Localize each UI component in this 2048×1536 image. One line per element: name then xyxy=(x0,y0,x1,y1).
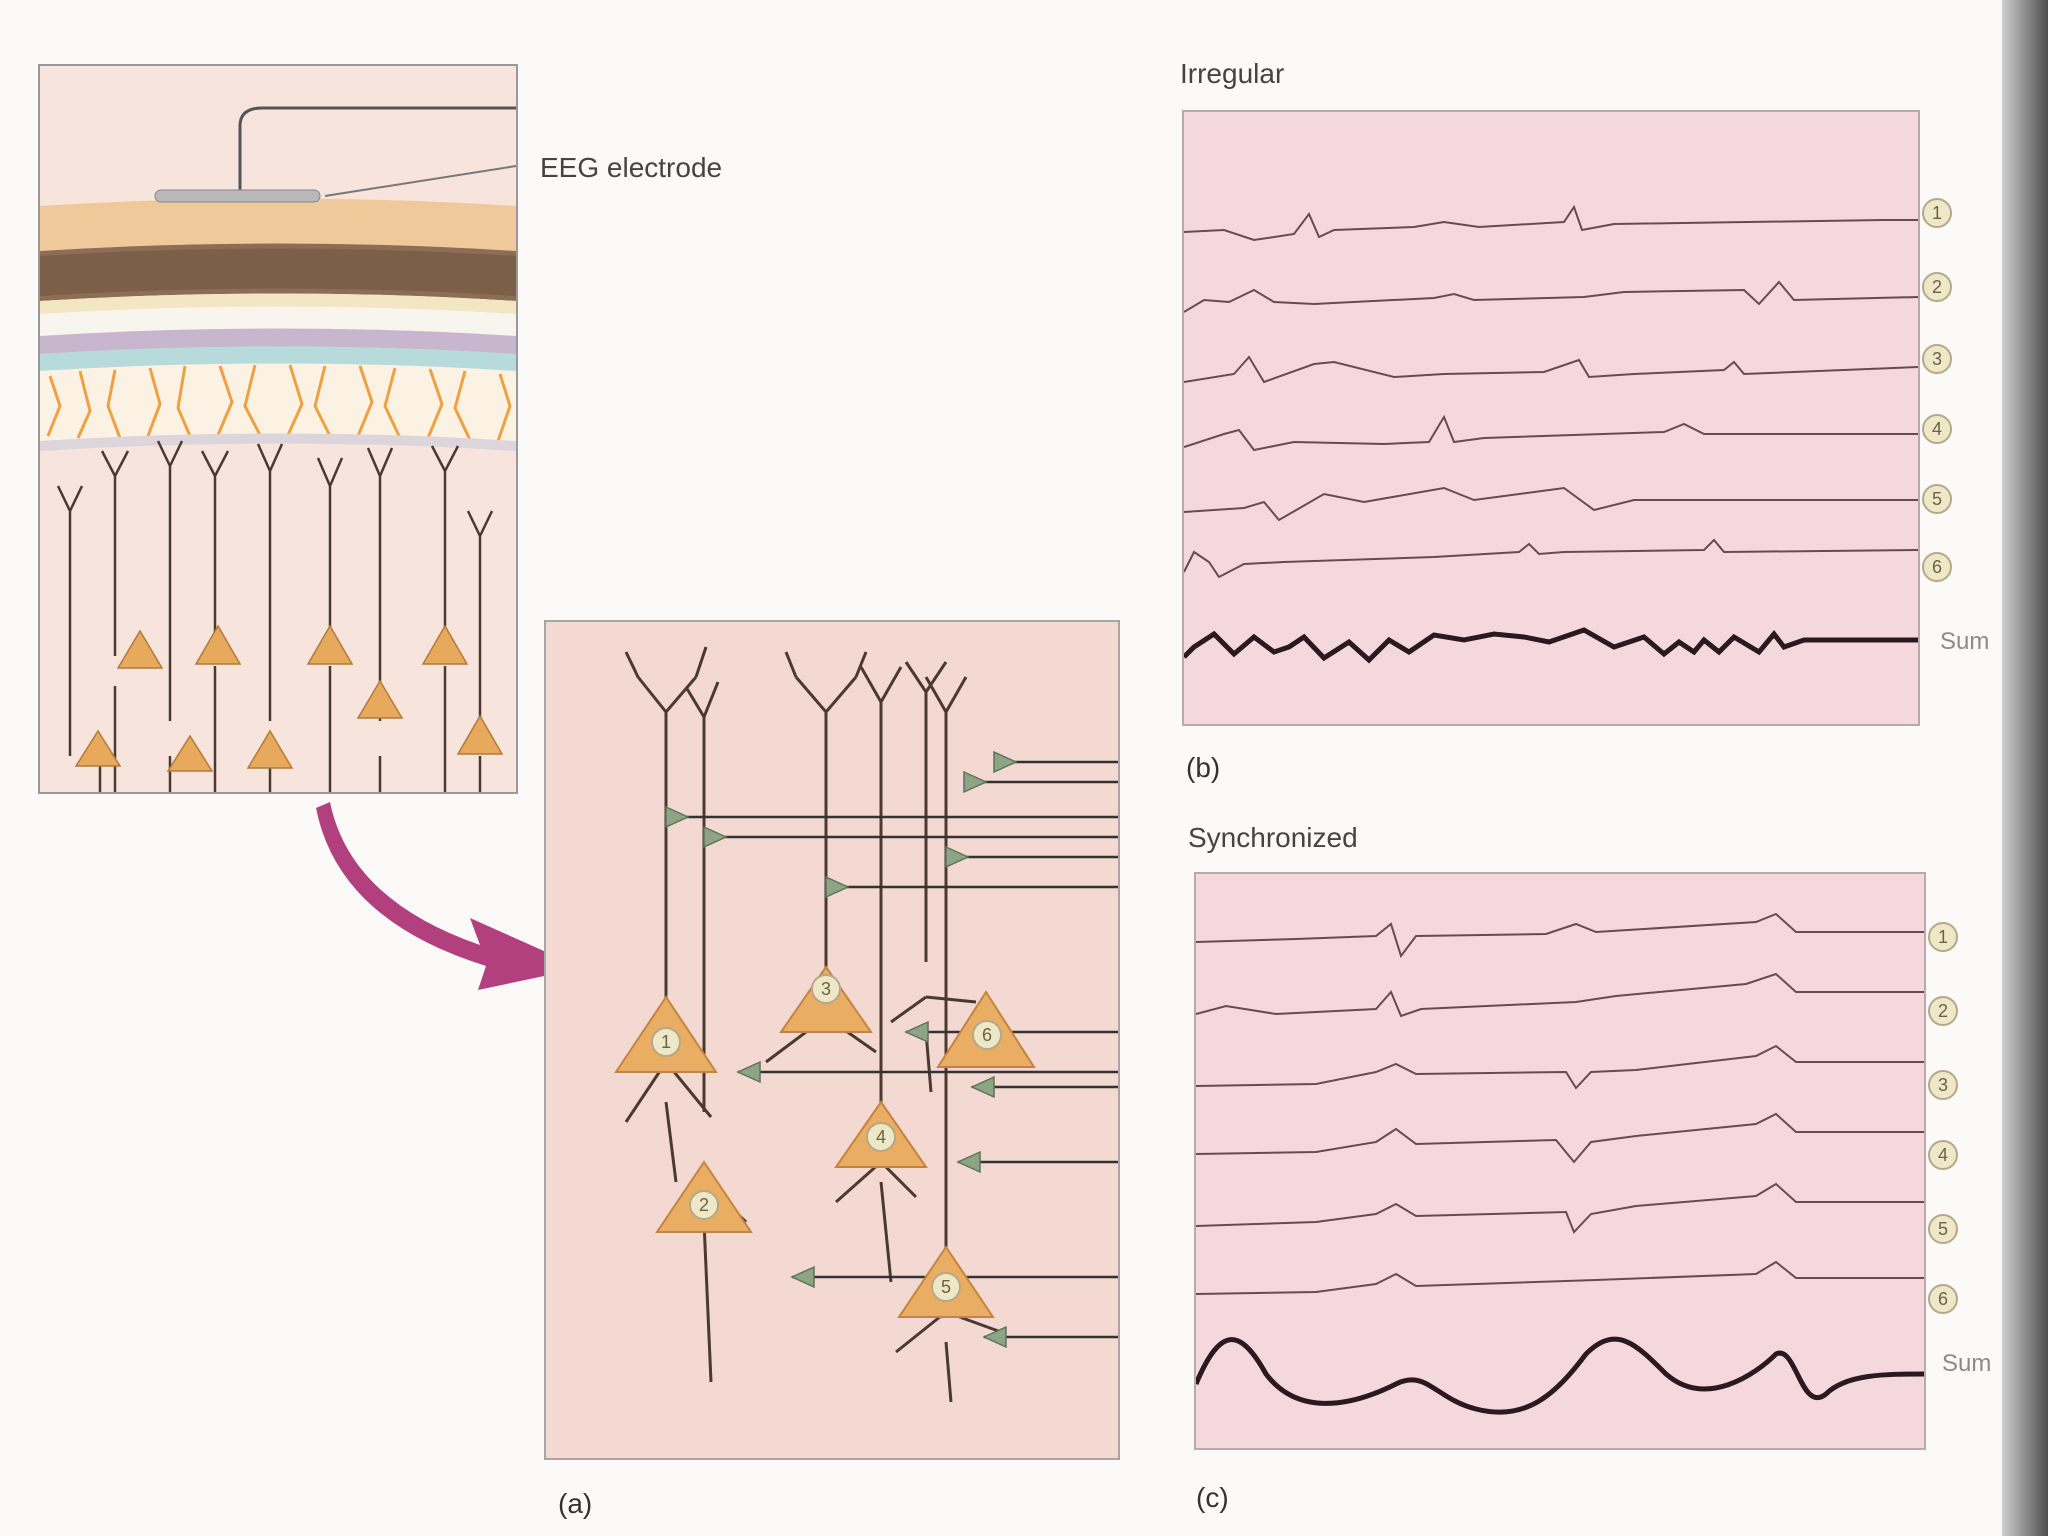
network-neurons xyxy=(614,965,1036,1318)
irregular-trace-6 xyxy=(1183,538,1919,579)
irregular-title: Irregular xyxy=(1180,58,1285,89)
synchronized-label-1: 1 xyxy=(1928,922,1958,952)
synchronized-traces xyxy=(1193,912,1925,1415)
synchronized-sum-trace xyxy=(1193,1336,1925,1415)
synchronized-sum-label: Sum xyxy=(1942,1350,1992,1377)
synchronized-label-6: 6 xyxy=(1928,1284,1958,1314)
synchronized-label-2: 2 xyxy=(1928,996,1958,1026)
synchronized-trace-1 xyxy=(1195,912,1924,959)
irregular-sum-trace xyxy=(1182,627,1918,664)
panel-b-label: (b) xyxy=(1186,752,1221,783)
cortex-illustration xyxy=(40,106,516,792)
network-illustration xyxy=(614,646,1118,1403)
eeg-electrode xyxy=(154,189,321,203)
neuron-1-label: 1 xyxy=(651,1027,681,1057)
irregular-traces xyxy=(1182,204,1919,664)
synchronized-trace-panel xyxy=(1193,872,1926,1450)
neuron-4-label: 4 xyxy=(866,1122,896,1152)
irregular-trace-panel xyxy=(1182,110,1920,726)
synchronized-label-4: 4 xyxy=(1928,1140,1958,1170)
neuron-6-label: 6 xyxy=(972,1020,1002,1050)
irregular-sum-label: Sum xyxy=(1940,628,1990,655)
electrode-wire xyxy=(238,106,516,196)
cortical-neurons xyxy=(74,624,504,772)
irregular-label-6: 6 xyxy=(1922,552,1952,582)
magnify-arrow xyxy=(316,802,582,990)
synchronized-trace-2 xyxy=(1195,972,1924,1018)
irregular-trace-3 xyxy=(1183,355,1919,384)
irregular-label-1: 1 xyxy=(1922,198,1952,228)
arrow-shape xyxy=(316,802,582,990)
synchronized-trace-3 xyxy=(1195,1044,1924,1090)
page-edge-shadow xyxy=(2002,0,2048,1536)
irregular-trace-2 xyxy=(1183,280,1919,313)
synchronized-trace-6 xyxy=(1195,1260,1924,1295)
neural-network-panel: 1 2 3 4 5 6 xyxy=(544,620,1120,1460)
cortical-dendrites xyxy=(56,440,494,792)
synchronized-trace-5 xyxy=(1195,1182,1924,1234)
neuron-2-label: 2 xyxy=(689,1190,719,1220)
irregular-label-2: 2 xyxy=(1922,272,1952,302)
dura-layer xyxy=(40,328,516,354)
neuron-3-label: 3 xyxy=(811,974,841,1004)
irregular-label-4: 4 xyxy=(1922,414,1952,444)
irregular-label-3: 3 xyxy=(1922,344,1952,374)
irregular-trace-1 xyxy=(1183,204,1918,242)
synchronized-label-3: 3 xyxy=(1928,1070,1958,1100)
arachnoid-layer xyxy=(40,346,516,371)
synchronized-label-5: 5 xyxy=(1928,1214,1958,1244)
eeg-electrode-label: EEG electrode xyxy=(540,152,723,183)
panel-c-label: (c) xyxy=(1196,1482,1229,1513)
blood-vessels xyxy=(46,364,512,442)
synaptic-terminals xyxy=(665,750,1018,1349)
irregular-trace-4 xyxy=(1183,414,1918,452)
panel-a-label: (a) xyxy=(558,1488,593,1519)
irregular-label-5: 5 xyxy=(1922,484,1952,514)
synchronized-title: Synchronized xyxy=(1188,822,1358,853)
synchronized-trace-4 xyxy=(1195,1112,1924,1164)
cortex-cross-section xyxy=(38,64,518,794)
scalp-layer xyxy=(40,198,516,251)
neuron-5-label: 5 xyxy=(931,1272,961,1302)
electrode-leader-line xyxy=(324,165,516,197)
input-fibers xyxy=(666,760,1118,1339)
irregular-trace-5 xyxy=(1183,486,1918,522)
